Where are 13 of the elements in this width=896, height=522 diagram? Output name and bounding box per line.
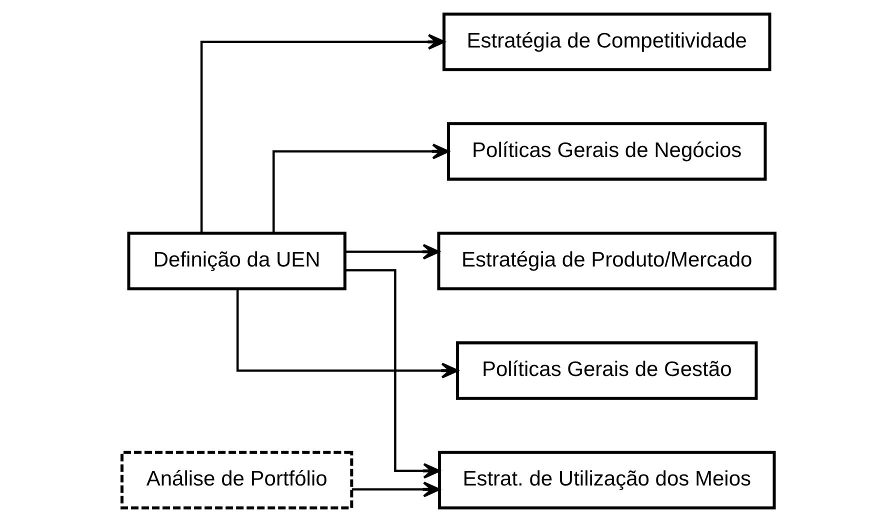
arrow: [272, 144, 449, 233]
node-box: Políticas Gerais de Negócios: [446, 122, 766, 181]
arrow: [344, 244, 440, 260]
arrow: [351, 482, 440, 498]
node-box: Estratégia de Competitividade: [442, 12, 771, 72]
node-box: Estratégia de Produto/Mercado: [436, 232, 776, 290]
node-box: Estrat. de Utilização dos Meios: [438, 450, 776, 510]
node-box: Análise de Portfólio: [120, 450, 353, 510]
arrow: [236, 289, 458, 378]
node-box: Políticas Gerais de Gestão: [456, 341, 758, 400]
node-box: Definição da UEN: [126, 232, 346, 290]
arrow: [200, 34, 444, 233]
arrow: [344, 269, 440, 479]
